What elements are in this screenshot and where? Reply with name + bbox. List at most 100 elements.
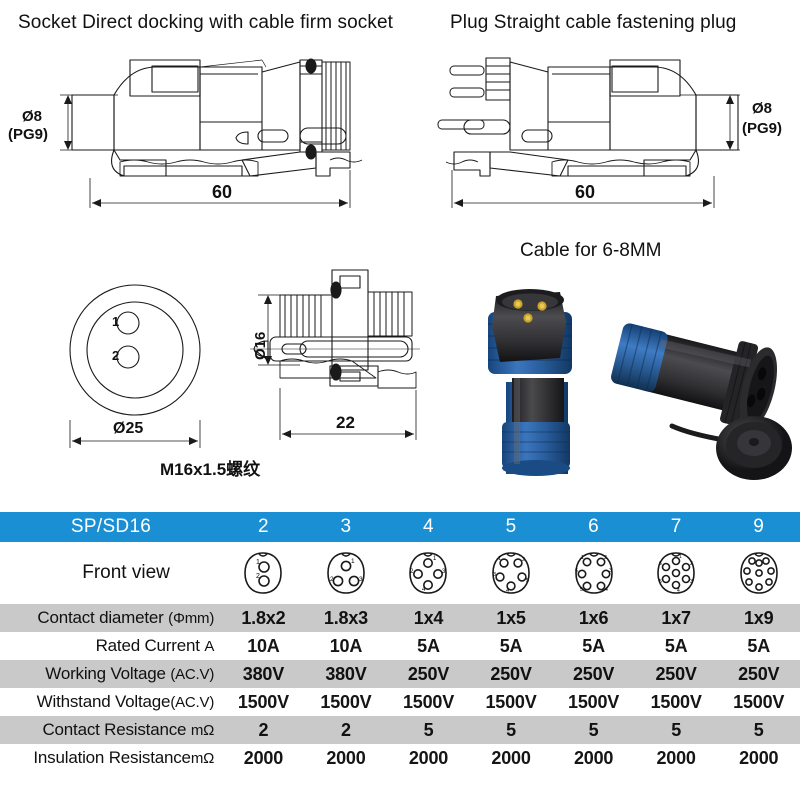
cell-value: 250V: [572, 663, 615, 684]
socket-side-view-drawing: [71, 58, 363, 177]
cell-value: 5A: [582, 635, 605, 656]
table-header-row: SP/SD16 2 3 4 5 6 7 9: [0, 512, 800, 542]
cell-value: 1500V: [402, 691, 455, 712]
table-row: Insulation ResistancemΩ 2000 2000 2000 2…: [0, 744, 800, 772]
svg-text:4: 4: [422, 587, 426, 593]
cell-value: 380V: [325, 663, 367, 684]
pin-diagram-4: 1 2 3 4: [387, 542, 470, 604]
table-row: Working Voltage (AC.V) 380V 380V 250V 25…: [0, 660, 800, 688]
pin-diagram-3: 1 2 3: [305, 542, 388, 604]
plug-cable-diameter-label: Ø8: [752, 100, 773, 117]
cell-value: 5: [588, 719, 599, 740]
table-row: Contact Resistance mΩ 2 2 5 5 5 5 5: [0, 716, 800, 744]
row-label-text: Withstand Voltage: [36, 692, 171, 711]
cell-value: 250V: [407, 663, 450, 684]
cell-value: 2000: [408, 747, 449, 768]
row-unit-text: mΩ: [190, 750, 215, 767]
svg-text:1: 1: [581, 555, 584, 561]
svg-text:1: 1: [256, 559, 260, 566]
row-label: Rated Current A: [0, 632, 222, 660]
cell-value: 1500V: [733, 691, 785, 712]
plug-cable-pg-label: (PG9): [742, 120, 783, 137]
cell-value: 2: [341, 719, 351, 740]
svg-text:5: 5: [580, 587, 583, 593]
plug-length-label: 60: [575, 182, 596, 202]
pin-diagram-7: 1 2 3 4 5 6: [635, 542, 718, 604]
pin-count-header: 7: [634, 512, 718, 542]
socket-section-heading: Socket Direct docking with cable firm so…: [18, 12, 394, 33]
socket-cross-section-drawing: [250, 269, 420, 389]
svg-text:4: 4: [677, 588, 680, 594]
pin-count-header: 2: [222, 512, 305, 542]
row-label-text: Contact diameter: [37, 608, 164, 627]
row-unit-text: (AC.V): [170, 666, 215, 683]
front-view-row: Front view 1 2: [0, 542, 800, 604]
specification-table: SP/SD16 2 3 4 5 6 7 9 Front view: [0, 512, 800, 772]
cell-value: 2000: [739, 747, 779, 768]
cell-value: 1500V: [650, 691, 702, 712]
row-unit-text: (Φmm): [168, 610, 215, 627]
cell-value: 1x9: [743, 607, 774, 628]
svg-text:5: 5: [659, 579, 662, 585]
cell-value: 250V: [490, 663, 532, 684]
cell-value: 2000: [326, 747, 366, 768]
cell-value: 2000: [243, 747, 284, 768]
svg-text:4: 4: [506, 588, 509, 594]
plug-section-heading: Plug Straight cable fastening plug: [450, 12, 737, 33]
pin-diagram-5: 1 2 3 5 4: [470, 542, 553, 604]
row-label: Insulation ResistancemΩ: [0, 744, 222, 772]
female-socket-photo: [611, 323, 778, 430]
socket-cable-diameter-label: Ø8: [22, 108, 43, 125]
svg-text:2: 2: [256, 573, 260, 580]
svg-text:2: 2: [690, 561, 693, 567]
cell-value: 2000: [573, 747, 614, 768]
front-view-pin-1-label: 1: [112, 314, 120, 329]
pin-diagram-2: 1 2: [222, 542, 305, 604]
plug-side-view-drawing: [437, 57, 739, 177]
row-label-text: Contact Resistance: [42, 720, 187, 739]
front-view-pin-2-label: 2: [112, 348, 120, 363]
table-row: Withstand Voltage(AC.V) 1500V 1500V 1500…: [0, 688, 800, 716]
cell-value: 1500V: [568, 691, 620, 712]
cell-value: 5A: [499, 635, 523, 656]
cell-value: 5A: [417, 635, 440, 656]
cell-value: 5: [423, 719, 434, 740]
male-plug-photo: [488, 289, 572, 476]
cell-value: 1x4: [413, 607, 444, 628]
svg-text:1: 1: [433, 556, 437, 562]
dust-cap-photo: [669, 416, 792, 480]
svg-text:2: 2: [522, 557, 525, 563]
cell-value: 10A: [329, 635, 363, 656]
row-label: Withstand Voltage(AC.V): [0, 688, 222, 716]
pin-count-header: 4: [387, 512, 470, 542]
svg-text:3: 3: [690, 579, 693, 585]
cross-section-length-label: 22: [336, 413, 355, 432]
row-unit-text: mΩ: [190, 722, 215, 739]
cell-value: 380V: [242, 663, 285, 684]
row-label: Working Voltage (AC.V): [0, 660, 222, 688]
svg-text:3: 3: [359, 576, 363, 583]
row-label: Contact diameter (Φmm): [0, 604, 222, 632]
svg-text:4: 4: [605, 587, 608, 593]
svg-text:1: 1: [679, 554, 682, 560]
cell-value: 10A: [247, 635, 280, 656]
row-label-text: Working Voltage: [45, 664, 166, 683]
svg-text:2: 2: [410, 569, 414, 575]
table-row: Rated Current A 10A 10A 5A 5A 5A 5A 5A: [0, 632, 800, 660]
front-view-outer-diameter-label: Ø25: [113, 420, 144, 437]
product-photo-group: [462, 282, 800, 507]
cell-value: 1500V: [320, 691, 372, 712]
cell-value: 1.8x3: [323, 607, 368, 628]
cell-value: 5: [753, 719, 764, 740]
cell-value: 2000: [491, 747, 531, 768]
svg-text:5: 5: [526, 578, 529, 584]
cross-section-diameter-label: Ø16: [252, 331, 269, 360]
svg-text:1: 1: [351, 558, 355, 565]
cell-value: 250V: [655, 663, 697, 684]
pin-diagram-6: 1 2 6 3 5 4: [552, 542, 635, 604]
svg-text:3: 3: [442, 569, 446, 575]
pin-diagram-9: [717, 542, 800, 604]
svg-text:2: 2: [604, 555, 607, 561]
svg-text:2: 2: [330, 576, 334, 583]
cell-value: 5: [671, 719, 682, 740]
